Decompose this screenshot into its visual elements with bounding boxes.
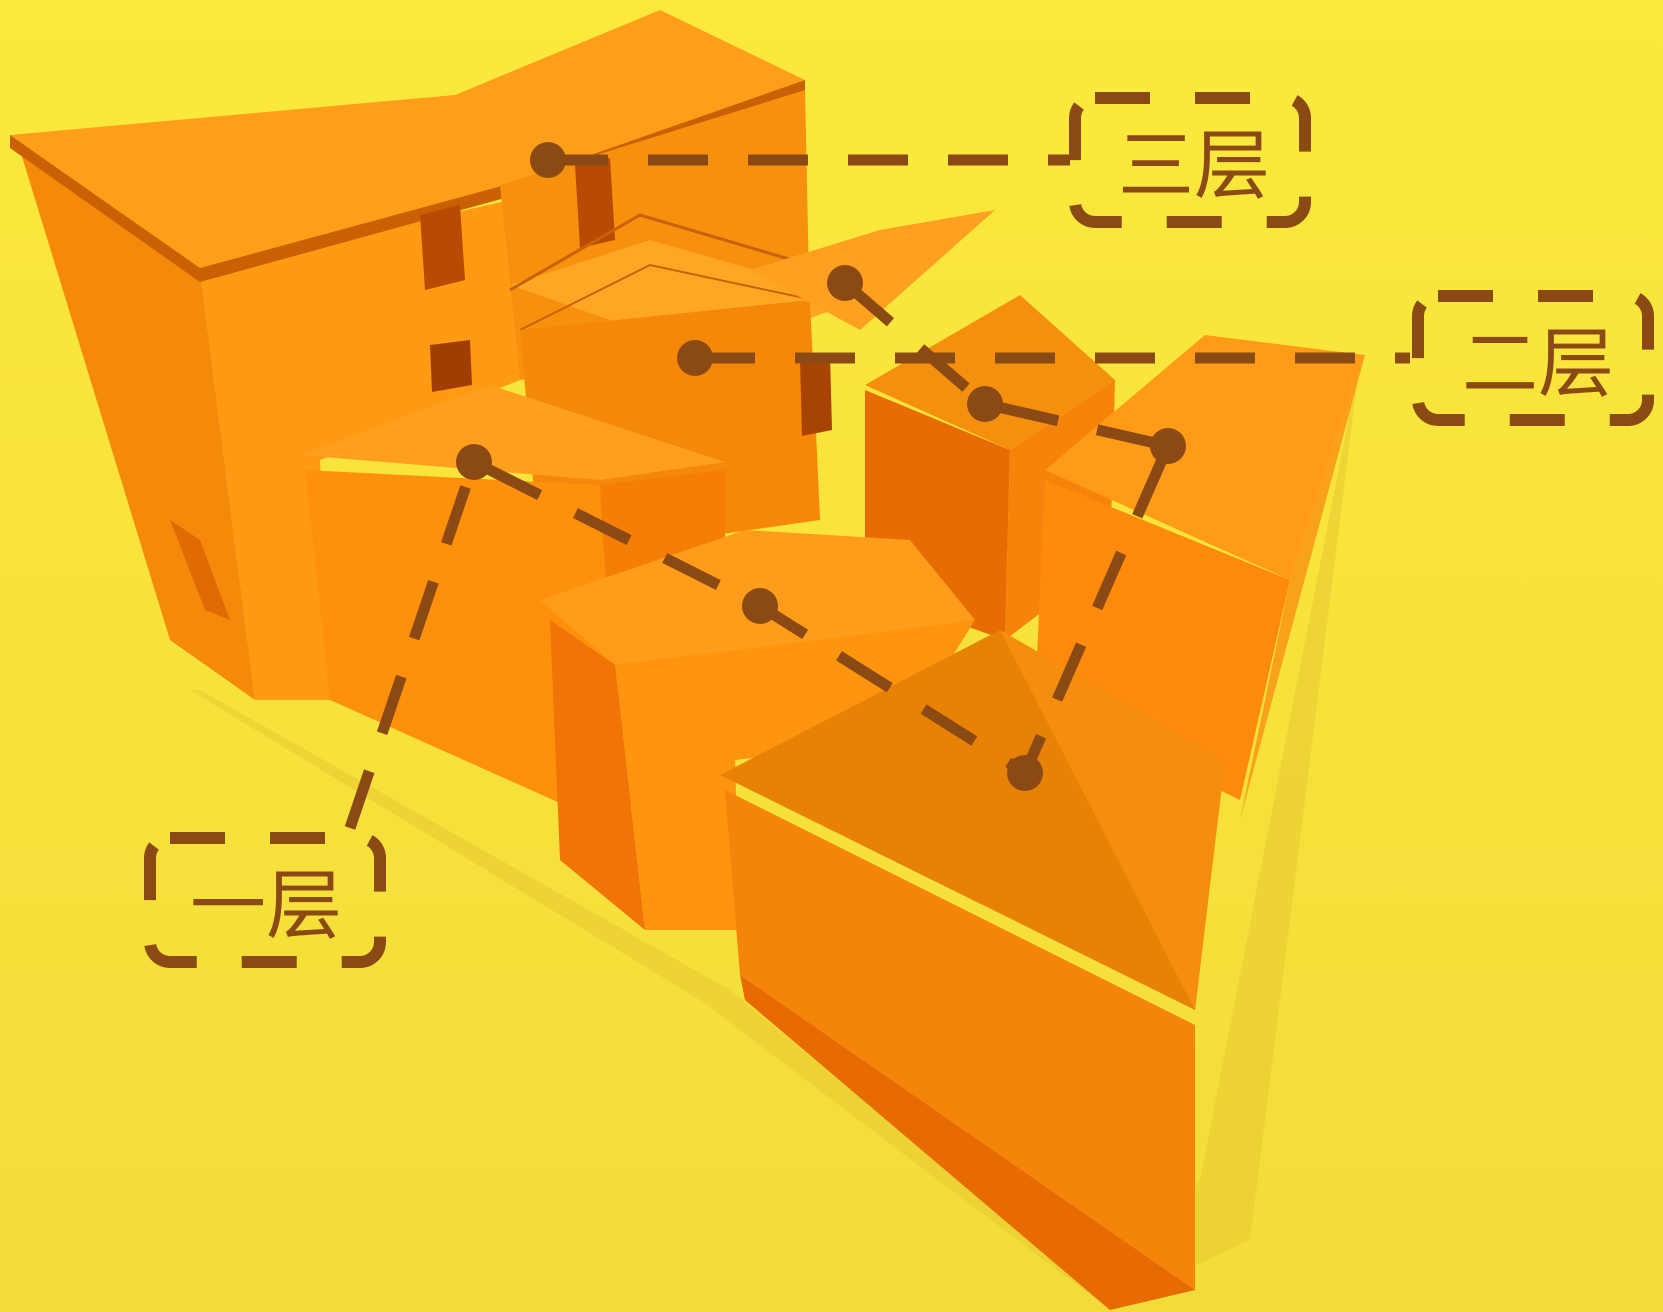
right-center-roof (865, 295, 1115, 450)
front-right-shade (740, 975, 1195, 1310)
terrace-railing-2 (519, 263, 861, 331)
label-floor3: 三层 (1069, 92, 1311, 228)
left-tower-side (200, 200, 520, 700)
label-floor3-text: 三层 (1118, 121, 1270, 210)
label-floor1: 一层 (144, 832, 386, 968)
ground-shadow (190, 360, 1360, 1310)
front-center-front (550, 620, 645, 930)
left-tower-opening (170, 520, 230, 620)
upper-core-window-1 (420, 205, 465, 290)
building-model (10, 10, 1365, 1310)
left-tower-roof (10, 10, 805, 268)
dot-floor1-c (1007, 755, 1043, 791)
label-floor2-frame (1412, 290, 1654, 426)
label-floor2-text: 二层 (1462, 319, 1614, 408)
dot-floor3 (530, 142, 566, 178)
dot-floor2-c (967, 386, 1003, 422)
upper-core-window-2 (575, 158, 615, 248)
dot-floor2-d (1150, 428, 1186, 464)
dot-floor1-b (742, 588, 778, 624)
dot-floor1-a (456, 444, 492, 480)
dot-floor2-b (677, 340, 713, 376)
label-floor3-frame (1069, 92, 1311, 228)
leader-floor2-chain (841, 278, 1170, 452)
front-right-roof-highlight (1000, 630, 1225, 1010)
upper-core-window-3 (430, 340, 472, 392)
upper-right-roof (750, 210, 995, 330)
front-right-front (725, 790, 1195, 1290)
left-mid-roof (300, 385, 725, 480)
dot-floor2-a (827, 265, 863, 301)
middle-block-window (800, 355, 832, 436)
left-mid-front (305, 470, 620, 830)
label-floor2: 二层 (1412, 290, 1654, 426)
label-floor1-frame (144, 832, 386, 968)
label-floor1-text: 一层 (190, 861, 342, 950)
annotation-dots (456, 142, 1186, 791)
right-block-side (1240, 355, 1365, 820)
terrace-railing (509, 213, 861, 292)
right-block-roof (1045, 335, 1365, 580)
